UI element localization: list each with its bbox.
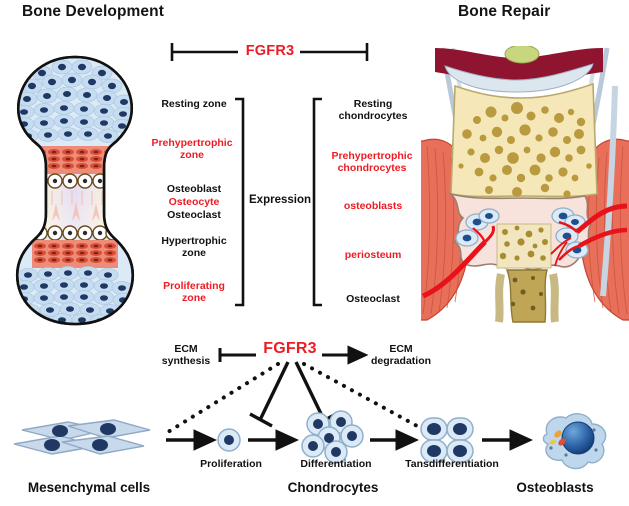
step-caption-differentiation: Differentiation: [300, 458, 372, 470]
ecm-synthesis-label: ECM synthesis: [156, 343, 216, 367]
zone-label-osteoclast: Osteoclast: [167, 209, 221, 221]
repair-label-osteoblasts: osteoblasts: [343, 200, 403, 212]
dotted-line-to-proliferation: [166, 362, 280, 434]
osteoblast-cell: [542, 413, 607, 470]
zone-label-prehypertrophic-zone-line2: zone: [180, 148, 204, 161]
epiphyseal-chondrocytes-top: [17, 59, 133, 143]
ecm-degradation-line1: ECM: [389, 343, 413, 355]
bracket-right-path: [312, 97, 322, 307]
page-title-bone-repair: Bone Repair: [458, 3, 551, 20]
zone-label-prehypertrophic-zone-line1: Prehypertrophic: [151, 137, 233, 149]
bone-outline-stroke: [15, 55, 135, 326]
ecm-synthesis-line2: synthesis: [161, 355, 211, 367]
hard-callus: [496, 223, 552, 269]
fracture-callus-illustration: [421, 46, 629, 324]
repair-label-prehypertrophic-chondrocytes: Prehypertrophic chondrocytes: [318, 150, 426, 174]
zone-label-hypertrophic-zone-line1: Hypertrophic: [161, 235, 227, 247]
fgfr3-promotes-ecm-degradation-arrow: [322, 344, 370, 366]
dotted-line-to-transdifferentiation: [302, 362, 430, 434]
zone-label-resting-zone: Resting zone: [161, 98, 227, 110]
hard-callus-speckles: [499, 225, 548, 261]
repair-label-prehypertrophic-chondrocytes-line1: Prehypertrophic: [331, 150, 413, 162]
fgfr3-span-label: FGFR3: [245, 43, 295, 59]
zone-label-osteoblast: Osteoblast: [166, 183, 222, 195]
repair-label-osteoclast: Osteoclast: [346, 293, 400, 305]
ecm-synthesis-line1: ECM: [174, 343, 198, 355]
repair-label-resting-chondrocytes-line2: chondrocytes: [338, 109, 408, 122]
zone-label-osteocyte: Osteocyte: [168, 196, 220, 208]
cell-type-caption-mesenchymal: Mesenchymal cells: [27, 480, 151, 495]
growth-plate-illustration: [0, 53, 150, 328]
bracket-left-path: [235, 97, 245, 307]
span-bar-lines: [170, 43, 369, 61]
zone-label-hypertrophic-zone-line2: zone: [182, 246, 206, 259]
cell-lineage-row: [0, 410, 629, 474]
fgfr3-inhibits-ecm-synthesis-connector: [218, 344, 258, 366]
repair-label-resting-chondrocytes: Resting chondrocytes: [323, 98, 423, 122]
hypertrophic-chondrocytes: [420, 417, 474, 463]
cell-type-caption-osteoblasts: Osteoblasts: [516, 480, 594, 495]
chondrocyte-cluster: [301, 410, 364, 464]
periosteal-sleeve-right: [549, 273, 559, 323]
zone-label-hypertrophic-zone: Hypertrophic zone: [146, 235, 242, 259]
joint-capsule: [435, 46, 603, 93]
bone-diaphysis: [505, 269, 548, 323]
diaphysis-speckles: [510, 276, 543, 311]
zone-label-prehypertrophic-zone: Prehypertrophic zone: [142, 137, 242, 161]
zone-label-proliferating-zone: Proliferating zone: [146, 280, 242, 304]
callus-chondrocytes: [455, 207, 589, 259]
trabecular-speckles: [458, 102, 592, 198]
repair-label-resting-chondrocytes-line1: Resting: [353, 98, 393, 110]
ossification-arrows: [52, 201, 100, 221]
cell-type-caption-chondrocytes: Chondrocytes: [287, 480, 379, 495]
ecm-degradation-label: ECM degradation: [366, 343, 436, 367]
expression-bracket-right: [309, 97, 323, 307]
repair-label-prehypertrophic-chondrocytes-line2: chondrocytes: [337, 161, 407, 174]
periosteal-sleeve-left: [495, 273, 505, 323]
proliferating-zone-band-bottom: [32, 240, 118, 268]
page-title-bone-development: Bone Development: [22, 3, 164, 20]
repair-label-periosteum: periosteum: [344, 249, 402, 261]
fgfr3-span-bar: [170, 38, 370, 66]
inhibition-bar-proliferation: [249, 361, 290, 428]
blood-vessels: [421, 203, 628, 299]
single-chondrocyte: [217, 428, 241, 452]
zone-label-proliferating-zone-line1: Proliferating: [163, 280, 225, 292]
epiphyseal-chondrocytes-bottom: [17, 266, 133, 324]
expression-label: Expression: [249, 194, 311, 206]
step-caption-transdifferentiation: Tansdifferentiation: [405, 458, 499, 470]
expression-bracket-left: [234, 97, 248, 307]
osteoblast-organelles: [549, 428, 598, 457]
ecm-degradation-line2: degradation: [370, 355, 432, 367]
mesenchymal-cells: [13, 419, 151, 455]
step-caption-proliferation: Proliferation: [200, 458, 262, 470]
fgfr3-pathway-label: FGFR3: [263, 340, 317, 357]
zone-label-proliferating-zone-line2: zone: [182, 291, 206, 304]
